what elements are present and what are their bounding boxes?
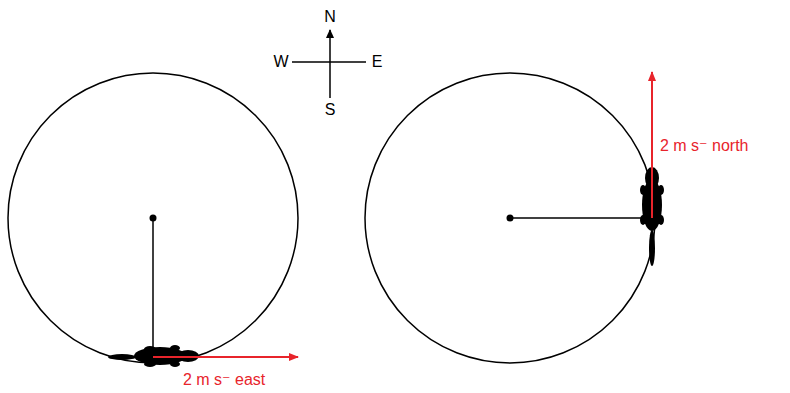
compass-rose xyxy=(292,30,366,98)
radius-line xyxy=(153,218,652,360)
velocity-arrow xyxy=(153,72,652,357)
compass-label: S xyxy=(325,102,336,118)
velocity-label: 2 m s⁻ north xyxy=(660,138,748,154)
centre-dot xyxy=(150,215,514,222)
compass-label: N xyxy=(324,9,336,25)
compass-label: W xyxy=(273,54,288,70)
compass-label: E xyxy=(372,54,383,70)
velocity-label: 2 m s⁻ east xyxy=(183,372,265,388)
circular-path xyxy=(8,73,655,363)
